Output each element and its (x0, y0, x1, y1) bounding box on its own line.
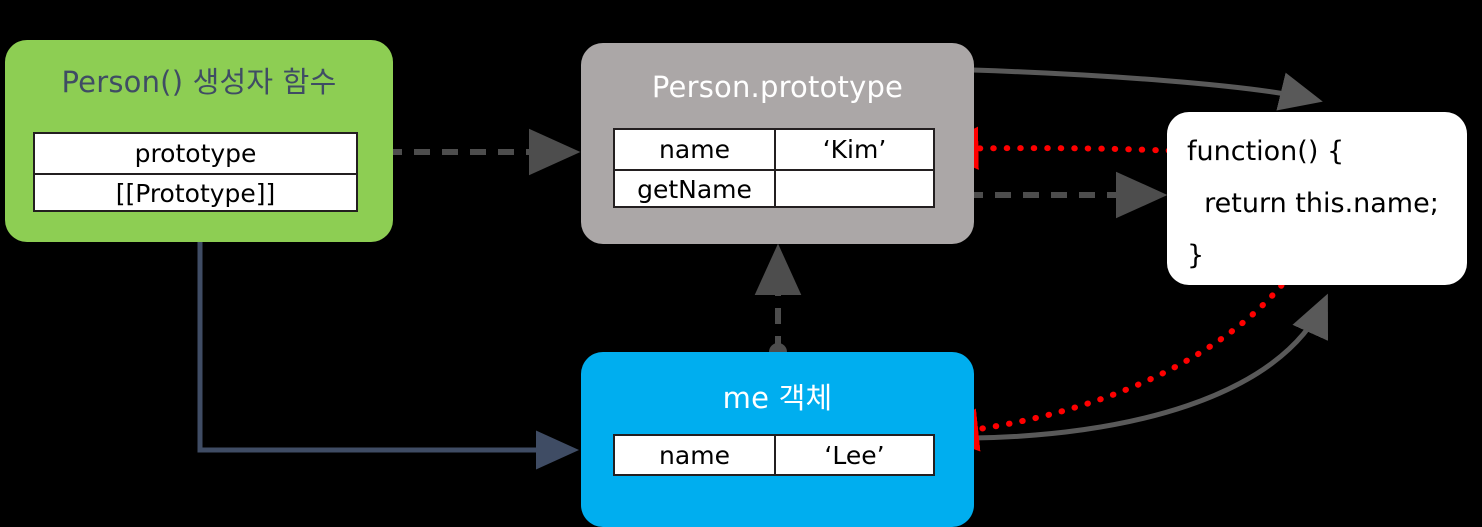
connector-constructor-creates-me (197, 242, 580, 470)
table-row: name ‘Lee’ (615, 436, 933, 474)
me-slot-table: name ‘Lee’ (613, 434, 935, 476)
connector-prototype-this-binding (972, 67, 1323, 111)
node-me-object-title: me 객체 (722, 381, 833, 415)
code-line-2: return this.name; (1187, 188, 1439, 219)
table-row: [[Prototype]] (35, 173, 356, 212)
slot-key-prototype: prototype (134, 139, 257, 168)
table-row: prototype (35, 134, 356, 173)
slot-value-getname (774, 171, 933, 208)
prototype-slot-table: name ‘Kim’ getName (613, 128, 935, 208)
connector-me-prototype-link (754, 243, 802, 361)
table-row: name ‘Kim’ (615, 130, 933, 169)
slot-key-internal-prototype: [[Prototype]] (115, 179, 276, 208)
connector-me-this-binding (972, 293, 1328, 441)
slot-key-name: name (659, 440, 730, 470)
function-source-code: function() { return this.name; } (1187, 126, 1459, 282)
code-line-3: } (1187, 240, 1205, 271)
slot-value-name: ‘Kim’ (774, 130, 933, 169)
node-function-body[interactable]: function() { return this.name; } (1167, 112, 1467, 285)
table-row: getName (615, 169, 933, 208)
constructor-slot-table: prototype [[Prototype]] (33, 132, 358, 212)
node-person-constructor-title: Person() 생성자 함수 (61, 65, 337, 99)
node-person-prototype-title: Person.prototype (651, 70, 904, 104)
slot-key-getname: getName (637, 175, 752, 204)
code-line-1: function() { (1187, 136, 1345, 167)
slot-value-name: ‘Lee’ (774, 436, 933, 474)
slot-key-name: name (659, 135, 730, 164)
